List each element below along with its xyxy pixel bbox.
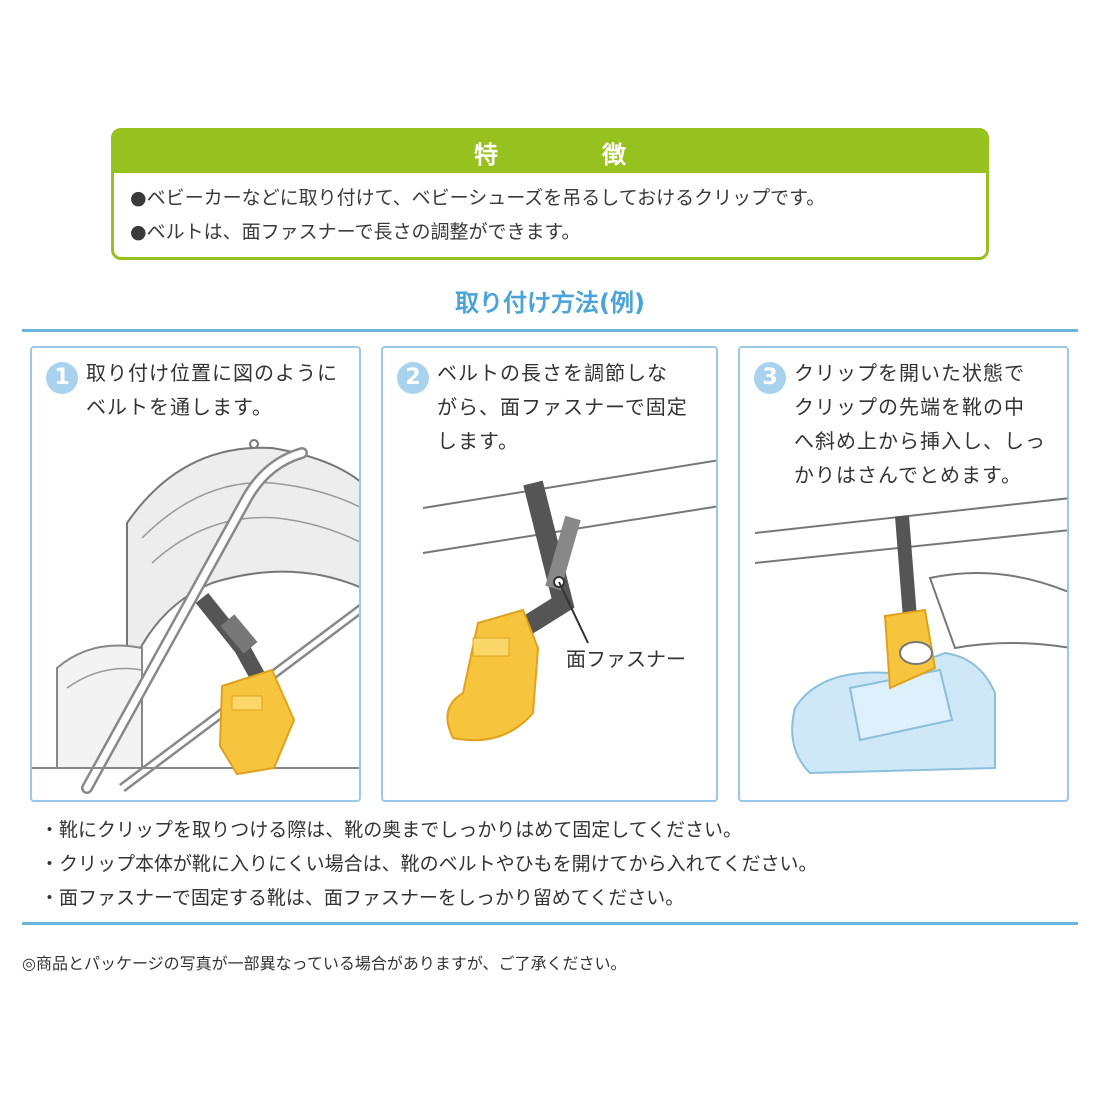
note-item: ・面ファスナーで固定する靴は、面ファスナーをしっかり留めてください。 <box>40 887 685 909</box>
features-title: 特 徴 <box>114 131 986 173</box>
fastener-callout: 面ファスナー <box>566 647 686 671</box>
step-1-number-badge: 1 <box>46 362 78 394</box>
feature-item: ●ベビーカーなどに取り付けて、ベビーシューズを吊るしておけるクリップです。 <box>130 187 826 209</box>
divider-top <box>22 329 1078 332</box>
step-3-text: クリップを開いた状態で クリップの先端を靴の中 へ斜め上から挿入し、しっ かりは… <box>794 356 1046 492</box>
step-2-line: します。 <box>437 429 519 453</box>
features-list: ●ベビーカーなどに取り付けて、ベビーシューズを吊るしておけるクリップです。 ●ベ… <box>114 173 986 249</box>
step-1-panel: 1 取り付け位置に図のように ベルトを通します。 <box>30 346 361 802</box>
shoe-illustration <box>754 497 1067 775</box>
step-2-text: ベルトの長さを調節しな がら、面ファスナーで固定 します。 <box>437 356 688 458</box>
step-2-panel: 面ファスナー 2 ベルトの長さを調節しな がら、面ファスナーで固定 します。 <box>381 346 718 802</box>
step-3-panel: 3 クリップを開いた状態で クリップの先端を靴の中 へ斜め上から挿入し、しっ か… <box>738 346 1069 802</box>
step-1-line: 取り付け位置に図のように <box>86 361 338 385</box>
stroller-illustration <box>32 439 359 794</box>
features-box: 特 徴 ●ベビーカーなどに取り付けて、ベビーシューズを吊るしておけるクリップです… <box>111 128 989 260</box>
note-item: ・クリップ本体が靴に入りにくい場合は、靴のベルトやひもを開けてから入れてください… <box>40 853 818 875</box>
step-2-line: ベルトの長さを調節しな <box>437 361 668 385</box>
step-2-line: がら、面ファスナーで固定 <box>437 395 688 419</box>
disclaimer: ◎商品とパッケージの写真が一部異なっている場合がありますが、ご了承ください。 <box>22 954 627 973</box>
feature-item: ●ベルトは、面ファスナーで長さの調整ができます。 <box>130 221 581 243</box>
step-3-line: クリップを開いた状態で <box>794 361 1025 385</box>
step-1-text: 取り付け位置に図のように ベルトを通します。 <box>86 356 338 424</box>
notes-list: ・靴にクリップを取りつける際は、靴の奥までしっかりはめて固定してください。 ・ク… <box>40 813 817 915</box>
divider-bottom <box>22 922 1078 925</box>
step-3-line: かりはさんでとめます。 <box>794 463 1022 487</box>
belt-illustration: 面ファスナー <box>422 459 716 742</box>
step-1-line: ベルトを通します。 <box>86 395 273 419</box>
step-3-number-badge: 3 <box>754 362 786 394</box>
step-3-line: クリップの先端を靴の中 <box>794 395 1025 419</box>
section-title: 取り付け方法(例) <box>455 289 645 317</box>
note-item: ・靴にクリップを取りつける際は、靴の奥までしっかりはめて固定してください。 <box>40 819 743 841</box>
step-3-line: へ斜め上から挿入し、しっ <box>794 429 1046 453</box>
step-2-number-badge: 2 <box>397 362 429 394</box>
